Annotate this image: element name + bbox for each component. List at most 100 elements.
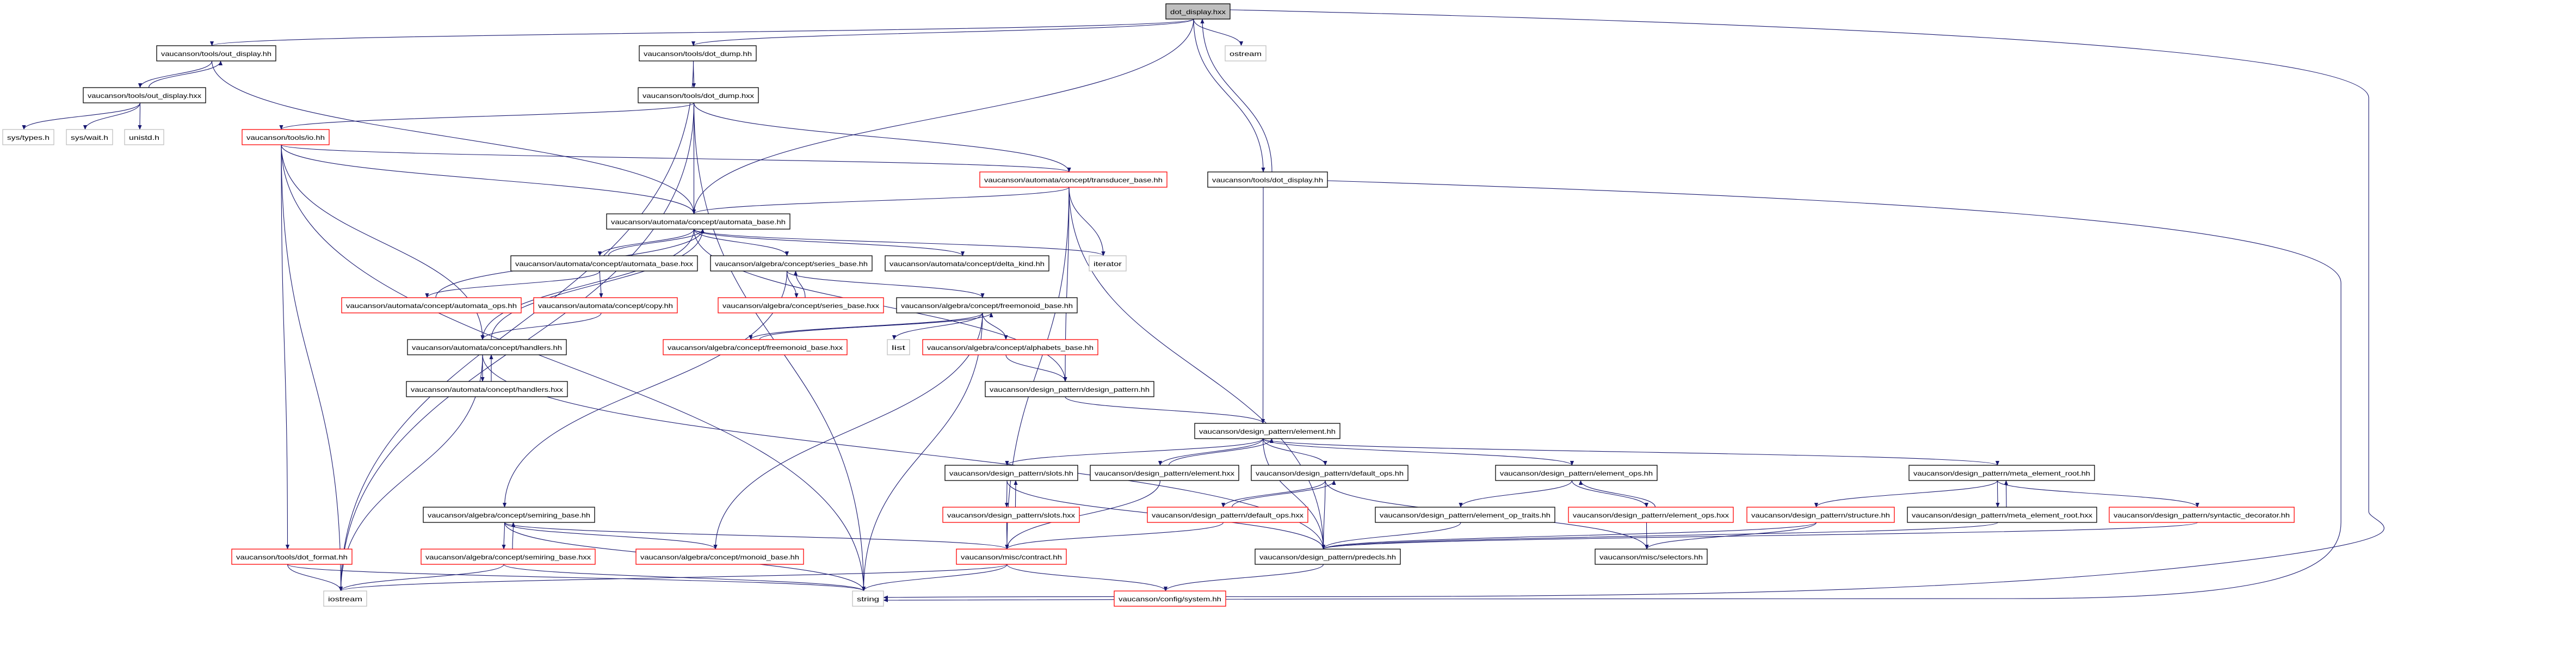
- node-series-base-hxx[interactable]: vaucanson/algebra/concept/series_base.hx…: [718, 297, 884, 313]
- node-label: vaucanson/automata/concept/automata_ops.…: [346, 302, 517, 310]
- edge-semiring-base-hh-to-semiring-base-hxx: [502, 522, 506, 550]
- node-dot-format-hh[interactable]: vaucanson/tools/dot_format.hh: [231, 549, 353, 565]
- node-label: vaucanson/tools/io.hh: [246, 134, 325, 141]
- node-freemonoid-base-hh[interactable]: vaucanson/algebra/concept/freemonoid_bas…: [896, 297, 1078, 313]
- node-monoid-base-hh[interactable]: vaucanson/algebra/concept/monoid_base.hh: [635, 549, 804, 565]
- node-label: vaucanson/design_pattern/syntactic_decor…: [2114, 512, 2290, 519]
- node-box: [1908, 465, 2095, 481]
- node-out-display-hxx[interactable]: vaucanson/tools/out_display.hxx: [83, 87, 206, 103]
- node-label: vaucanson/automata/concept/copy.hh: [538, 302, 673, 310]
- node-box: [979, 171, 1167, 188]
- edge-automata-base-hh-to-iterator: [693, 229, 1105, 256]
- node-dot-display-hxx[interactable]: dot_display.hxx: [1165, 3, 1231, 20]
- node-label: vaucanson/design_pattern/element_ops.hxx: [1573, 512, 1729, 519]
- node-default-ops-hh[interactable]: vaucanson/design_pattern/default_ops.hh: [1251, 465, 1409, 481]
- node-selectors-hh[interactable]: vaucanson/misc/selectors.hh: [1595, 549, 1708, 565]
- node-dot-display-hh[interactable]: vaucanson/tools/dot_display.hh: [1207, 171, 1328, 188]
- node-semiring-base-hh[interactable]: vaucanson/algebra/concept/semiring_base.…: [423, 507, 595, 523]
- node-list[interactable]: list: [887, 339, 910, 355]
- node-label: vaucanson/design_pattern/element_op_trai…: [1380, 512, 1550, 519]
- edge-out-display-hxx-to-out-display-hh: [148, 60, 223, 88]
- node-sys-wait[interactable]: sys/wait.h: [66, 129, 113, 145]
- edge-dot-format-hh-to-string: [287, 564, 866, 592]
- edge-design-pattern-hh-to-element-hh: [1065, 396, 1265, 424]
- node-series-base-hh[interactable]: vaucanson/algebra/concept/series_base.hh: [710, 255, 873, 272]
- edge-series-base-hh-to-semiring-base-hh: [502, 270, 788, 508]
- node-handlers-hxx[interactable]: vaucanson/automata/concept/handlers.hxx: [406, 381, 568, 397]
- edge-meta-element-root-hh-to-syntactic-decorator-hh: [1997, 480, 2200, 508]
- edge-transducer-base-hh-to-contract-hh: [1005, 187, 1070, 550]
- node-label: vaucanson/design_pattern/meta_element_ro…: [1912, 512, 2092, 519]
- node-system-hh[interactable]: vaucanson/config/system.hh: [1114, 590, 1226, 607]
- node-box: [242, 129, 330, 145]
- node-label: ostream: [1230, 50, 1262, 58]
- node-semiring-base-hxx[interactable]: vaucanson/algebra/concept/semiring_base.…: [421, 549, 596, 565]
- node-box: [638, 87, 759, 103]
- node-label: vaucanson/design_pattern/design_pattern.…: [990, 386, 1150, 393]
- node-ostream[interactable]: ostream: [1225, 45, 1267, 61]
- edge-structure-hh-to-selectors-hh: [1645, 522, 1817, 550]
- edge-freemonoid-base-hh-to-list: [892, 312, 983, 340]
- node-automata-ops-hh[interactable]: vaucanson/automata/concept/automata_ops.…: [341, 297, 522, 313]
- node-label: vaucanson/design_pattern/slots.hxx: [947, 512, 1075, 519]
- node-io-hh[interactable]: vaucanson/tools/io.hh: [242, 129, 330, 145]
- node-iostream[interactable]: iostream: [323, 590, 367, 607]
- edge-default-ops-hxx-to-default-ops-hh: [1231, 480, 1336, 508]
- edge-predecls-hh-to-system-hh: [1163, 564, 1324, 592]
- node-element-op-traits-hh[interactable]: vaucanson/design_pattern/element_op_trai…: [1375, 507, 1555, 523]
- node-box: [635, 549, 804, 565]
- node-automata-base-hxx[interactable]: vaucanson/automata/concept/automata_base…: [510, 255, 698, 272]
- node-label: vaucanson/algebra/concept/freemonoid_bas…: [668, 344, 843, 352]
- node-predecls-hh[interactable]: vaucanson/design_pattern/predecls.hh: [1255, 549, 1401, 565]
- node-box: [1165, 3, 1231, 20]
- node-box: [1746, 507, 1895, 523]
- node-meta-element-root-hxx[interactable]: vaucanson/design_pattern/meta_element_ro…: [1907, 507, 2097, 523]
- node-contract-hh[interactable]: vaucanson/misc/contract.hh: [956, 549, 1067, 565]
- edge-automata-base-hxx-to-automata-base-hh: [608, 229, 705, 256]
- node-box: [710, 255, 873, 272]
- edge-dot-display-hxx-to-string: [883, 9, 2385, 600]
- node-box: [323, 590, 367, 607]
- node-label: vaucanson/tools/dot_dump.hxx: [643, 92, 754, 100]
- edge-automata-base-hh-to-automata-base-hxx: [597, 229, 695, 256]
- edge-alphabets-base-hh-to-design-pattern-hh: [1005, 354, 1067, 382]
- node-design-pattern-hh[interactable]: vaucanson/design_pattern/design_pattern.…: [985, 381, 1154, 397]
- node-structure-hh[interactable]: vaucanson/design_pattern/structure.hh: [1746, 507, 1895, 523]
- node-label: vaucanson/tools/dot_format.hh: [236, 553, 348, 561]
- node-box: [852, 590, 884, 607]
- node-label: string: [857, 595, 879, 603]
- node-box: [421, 549, 596, 565]
- node-default-ops-hxx[interactable]: vaucanson/design_pattern/default_ops.hxx: [1147, 507, 1308, 523]
- node-automata-base-hh[interactable]: vaucanson/automata/concept/automata_base…: [606, 213, 790, 230]
- node-label: vaucanson/misc/contract.hh: [961, 553, 1062, 561]
- node-box: [1194, 423, 1340, 439]
- node-box: [896, 297, 1078, 313]
- node-out-display-hh[interactable]: vaucanson/tools/out_display.hh: [156, 45, 276, 61]
- node-dot-dump-hxx[interactable]: vaucanson/tools/dot_dump.hxx: [638, 87, 759, 103]
- node-element-hh[interactable]: vaucanson/design_pattern/element.hh: [1194, 423, 1340, 439]
- node-slots-hh[interactable]: vaucanson/design_pattern/slots.hh: [944, 465, 1078, 481]
- node-element-hxx[interactable]: vaucanson/design_pattern/element.hxx: [1090, 465, 1239, 481]
- node-unistd[interactable]: unistd.h: [124, 129, 164, 145]
- node-string[interactable]: string: [852, 590, 884, 607]
- node-delta-kind-hh[interactable]: vaucanson/automata/concept/delta_kind.hh: [885, 255, 1049, 272]
- node-element-ops-hh[interactable]: vaucanson/design_pattern/element_ops.hh: [1495, 465, 1658, 481]
- node-slots-hxx[interactable]: vaucanson/design_pattern/slots.hxx: [942, 507, 1080, 523]
- node-dot-dump-hh[interactable]: vaucanson/tools/dot_dump.hh: [639, 45, 757, 61]
- node-transducer-base-hh[interactable]: vaucanson/automata/concept/transducer_ba…: [979, 171, 1167, 188]
- node-freemonoid-base-hxx[interactable]: vaucanson/algebra/concept/freemonoid_bas…: [663, 339, 848, 355]
- node-element-ops-hxx[interactable]: vaucanson/design_pattern/element_ops.hxx: [1568, 507, 1734, 523]
- edge-series-base-hh-to-freemonoid-base-hh: [786, 270, 985, 298]
- node-sys-types[interactable]: sys/types.h: [2, 129, 54, 145]
- node-handlers-hh[interactable]: vaucanson/automata/concept/handlers.hh: [407, 339, 567, 355]
- node-copy-hh[interactable]: vaucanson/automata/concept/copy.hh: [533, 297, 678, 313]
- node-syntactic-decorator-hh[interactable]: vaucanson/design_pattern/syntactic_decor…: [2109, 507, 2295, 523]
- node-label: vaucanson/algebra/concept/series_base.hx…: [722, 302, 879, 310]
- edge-series-base-hh-to-series-base-hxx: [786, 270, 799, 298]
- node-meta-element-root-hh[interactable]: vaucanson/design_pattern/meta_element_ro…: [1908, 465, 2095, 481]
- edge-out-display-hxx-to-sys-types: [22, 102, 141, 130]
- node-iterator[interactable]: iterator: [1089, 255, 1127, 272]
- edge-out-display-hh-to-out-display-hxx: [138, 60, 213, 88]
- node-alphabets-base-hh[interactable]: vaucanson/algebra/concept/alphabets_base…: [922, 339, 1098, 355]
- edge-io-hh-to-iostream: [281, 144, 343, 592]
